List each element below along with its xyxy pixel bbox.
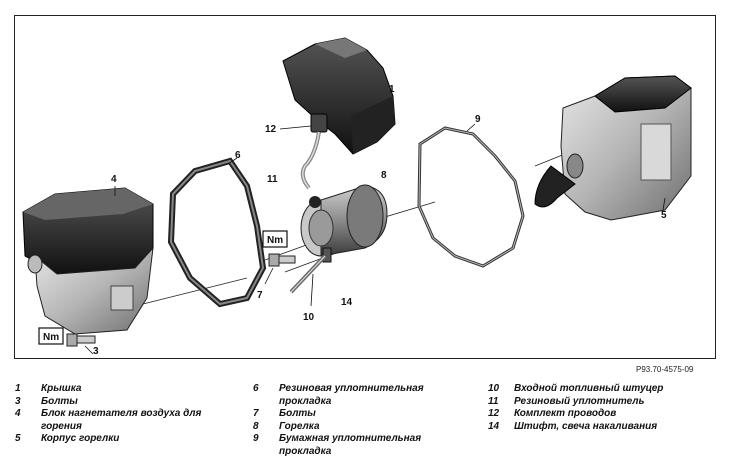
burner-part-8 <box>300 184 388 263</box>
callout-14: 14 <box>341 297 353 308</box>
callout-4: 4 <box>111 174 117 185</box>
callout-10: 10 <box>303 312 315 323</box>
blower-part-4 <box>22 186 154 335</box>
wiring-harness-part-12 <box>279 113 328 190</box>
callout-6: 6 <box>235 150 241 161</box>
callout-11: 11 <box>267 174 278 185</box>
callout-7: 7 <box>257 290 263 301</box>
callout-5: 5 <box>661 210 667 221</box>
callout-8: 8 <box>381 170 387 181</box>
svg-text:Nm: Nm <box>43 332 59 343</box>
diagram-svg: Nm Nm 1 3 4 5 6 7 8 9 10 11 12 14 <box>22 37 692 357</box>
paper-gasket-part-9 <box>417 123 525 268</box>
callout-9: 9 <box>475 114 481 125</box>
callout-3: 3 <box>93 346 99 357</box>
torque-box-bolt-7: Nm <box>262 230 288 248</box>
exploded-diagram: Nm Nm 1 3 4 5 6 7 8 9 10 11 12 14 <box>14 15 716 359</box>
callout-1: 1 <box>389 84 395 95</box>
bolt-part-3 <box>66 333 96 355</box>
fuel-inlet-part-10 <box>289 254 327 307</box>
figure-reference-code: P93.70-4575-09 <box>636 365 694 374</box>
svg-text:Nm: Nm <box>267 235 283 246</box>
callout-12: 12 <box>265 124 277 135</box>
burner-housing-part-5 <box>534 75 692 221</box>
bolt-part-7 <box>264 253 296 285</box>
cover-part-1 <box>282 37 396 155</box>
torque-box-bolt-3: Nm <box>38 327 64 345</box>
rubber-gasket-part-6 <box>167 157 267 308</box>
